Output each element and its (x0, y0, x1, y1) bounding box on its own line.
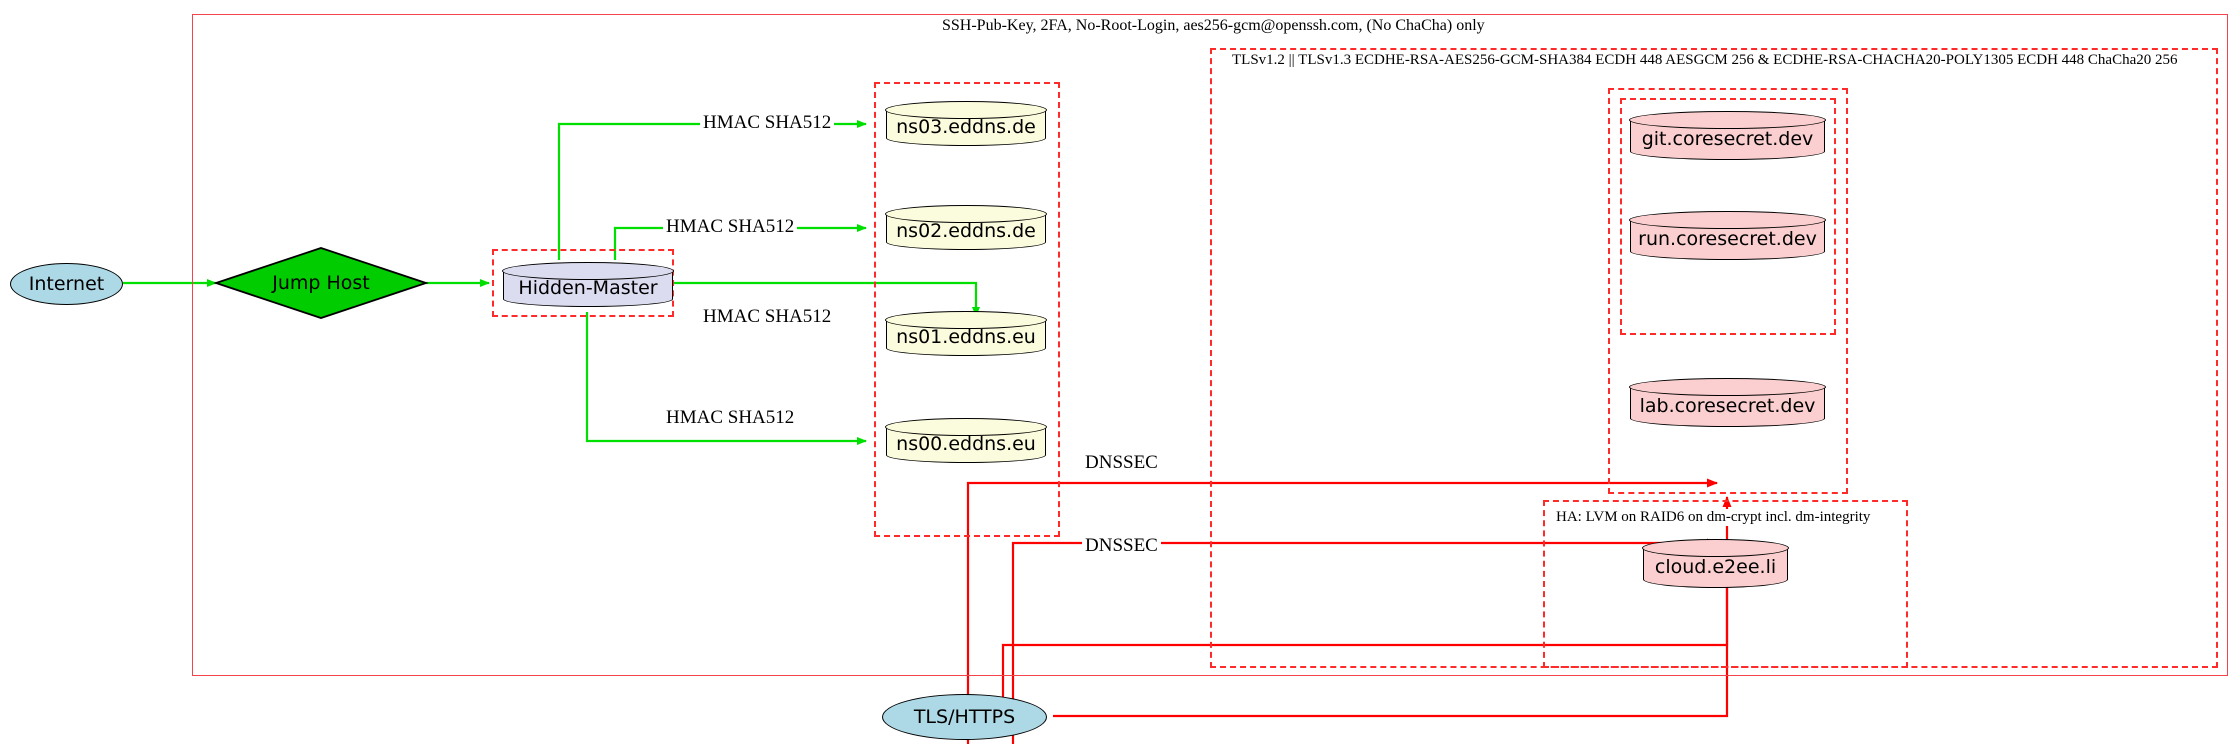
edge-label-hmac-ns02: HMAC SHA512 (663, 216, 798, 238)
node-git-coresecret-label: git.coresecret.dev (1641, 128, 1814, 150)
node-run-coresecret[interactable]: run.coresecret.dev (1629, 211, 1826, 260)
edge-hiddenmaster-to-ns00 (585, 312, 867, 445)
node-ns02-label: ns02.eddns.de (896, 220, 1036, 242)
cluster-ssh-label: SSH-Pub-Key, 2FA, No-Root-Login, aes256-… (938, 17, 1489, 35)
node-git-coresecret[interactable]: git.coresecret.dev (1629, 111, 1826, 160)
node-tls-https-label: TLS/HTTPS (913, 706, 1016, 728)
edge-dnssec-lower (1011, 538, 1718, 744)
cluster-ha (1543, 500, 1908, 668)
edge-dnssec-upper (966, 478, 1718, 744)
node-ns00-label: ns00.eddns.eu (896, 433, 1036, 455)
cylinder-cap (1629, 111, 1826, 130)
cluster-ha-label: HA: LVM on RAID6 on dm-crypt incl. dm-in… (1552, 509, 1875, 526)
node-hidden-master[interactable]: Hidden-Master (502, 262, 674, 307)
cylinder-cap (1642, 539, 1789, 558)
edge-label-hmac-ns01: HMAC SHA512 (700, 306, 835, 328)
cluster-ssh-outer (192, 14, 2228, 676)
cylinder-cap (885, 101, 1047, 120)
cylinder-cap (885, 311, 1047, 330)
cluster-coresecret-inner (1620, 98, 1836, 335)
node-ns02[interactable]: ns02.eddns.de (885, 205, 1047, 250)
cylinder-cap (1629, 211, 1826, 230)
cylinder-cap (1629, 378, 1826, 397)
cluster-tls-label: TLSv1.2 || TLSv1.3 ECDHE-RSA-AES256-GCM-… (1228, 52, 2182, 69)
node-ns03-label: ns03.eddns.de (896, 116, 1036, 138)
node-jump-host-label: Jump Host (272, 272, 370, 294)
node-lab-coresecret-label: lab.coresecret.dev (1639, 395, 1816, 417)
cylinder-cap (885, 205, 1047, 224)
node-ns01[interactable]: ns01.eddns.eu (885, 311, 1047, 356)
edge-tlshttps-to-ha (1053, 556, 1732, 718)
cluster-hidden-master (492, 249, 674, 317)
jump-host-diamond[interactable] (213, 247, 429, 319)
node-internet-label: Internet (28, 273, 105, 295)
node-jump-host[interactable]: Jump Host (216, 248, 426, 318)
node-lab-coresecret[interactable]: lab.coresecret.dev (1629, 378, 1826, 427)
node-hidden-master-label: Hidden-Master (518, 277, 658, 299)
edge-label-dnssec-lower: DNSSEC (1082, 535, 1161, 557)
edge-hiddenmaster-to-ns01 (673, 281, 980, 317)
cylinder-cap (502, 262, 674, 281)
edge-label-hmac-ns00: HMAC SHA512 (663, 407, 798, 429)
node-run-coresecret-label: run.coresecret.dev (1638, 228, 1817, 250)
node-internet[interactable]: Internet (10, 263, 123, 305)
cylinder-cap (885, 418, 1047, 437)
node-ns03[interactable]: ns03.eddns.de (885, 101, 1047, 146)
node-cloud-e2ee-label: cloud.e2ee.li (1654, 556, 1777, 578)
edge-label-hmac-ns03: HMAC SHA512 (700, 112, 835, 134)
cluster-nameservers (874, 82, 1060, 537)
node-ns00[interactable]: ns00.eddns.eu (885, 418, 1047, 463)
node-tls-https[interactable]: TLS/HTTPS (882, 694, 1047, 740)
edge-label-dnssec-upper: DNSSEC (1082, 452, 1161, 474)
node-ns01-label: ns01.eddns.eu (896, 326, 1036, 348)
node-cloud-e2ee[interactable]: cloud.e2ee.li (1642, 539, 1789, 588)
cluster-coresecret-outer (1608, 88, 1848, 494)
